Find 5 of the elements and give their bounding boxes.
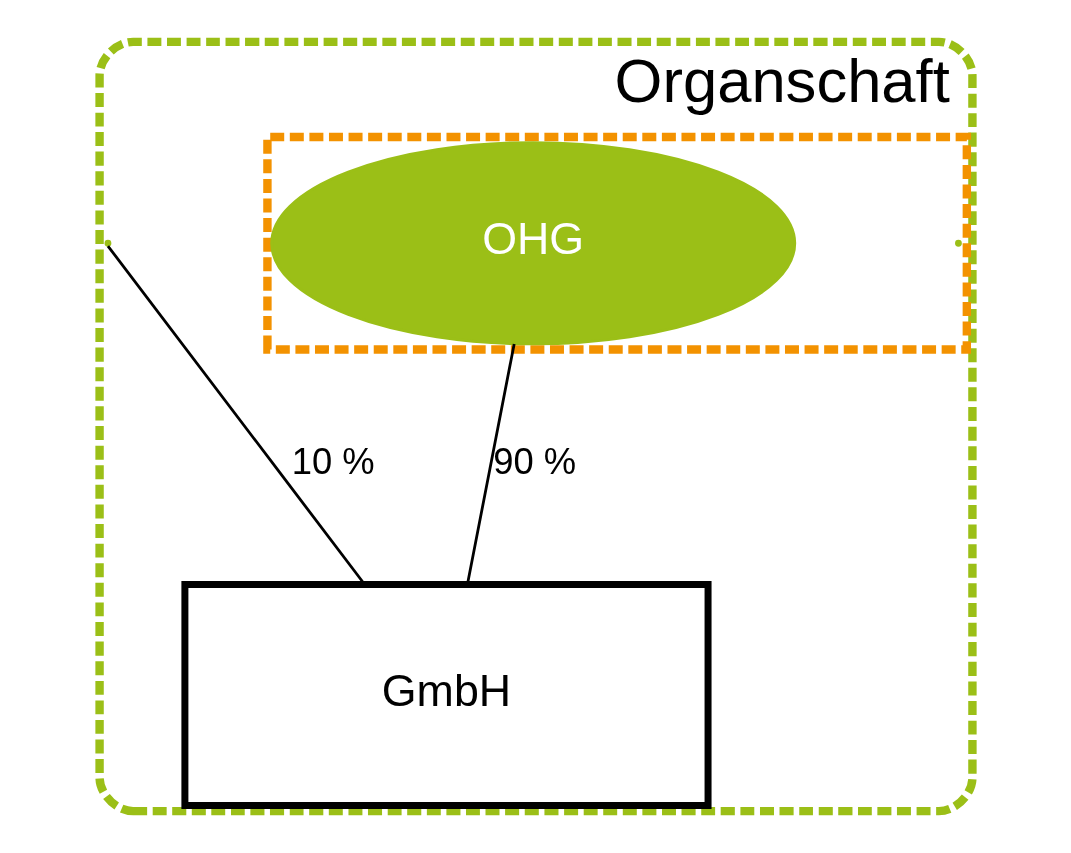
cluster xyxy=(262,132,971,354)
edge-label: 10 % xyxy=(291,440,375,482)
node-ellipse: OHG xyxy=(269,141,796,346)
node-box: GmbH xyxy=(180,581,712,810)
edge-label: 90 % xyxy=(492,440,576,482)
